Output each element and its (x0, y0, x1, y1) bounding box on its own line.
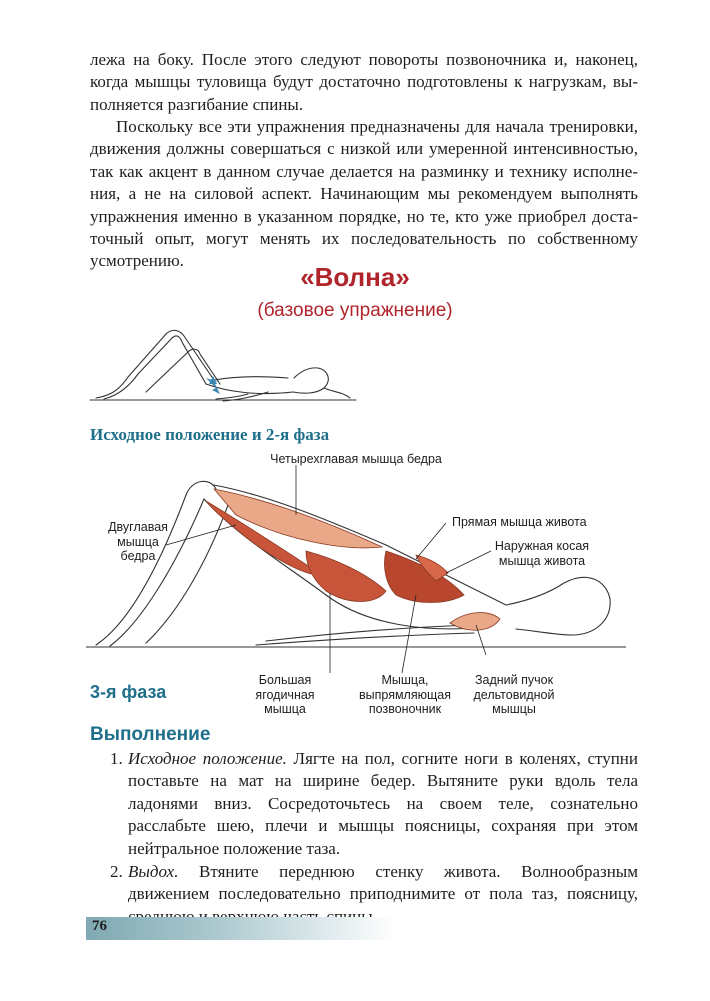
hamstring-muscle (205, 500, 324, 576)
label-quadriceps: Четырехглавая мышца бедра (270, 452, 442, 466)
figure2-caption: 3-я фаза (90, 682, 167, 702)
exercise-title: «Волна» (300, 262, 410, 292)
label-biceps-femoris: Двуглавая мышца бедра (108, 520, 168, 563)
intro-paragraph-2: Поскольку все эти упражнения предназначе… (90, 117, 638, 271)
quadriceps-muscle (212, 488, 384, 549)
bridge-muscles-illustration (86, 465, 626, 674)
label-erector-spinae: Мышца, выпрямляющая позвоночник (358, 673, 451, 716)
intro-paragraph-1: лежа на боку. После этого следуют поворо… (90, 50, 638, 114)
execution-heading: Выполнение (90, 724, 211, 745)
deltoid-muscle (449, 612, 501, 631)
execution-steps: 1. Исходное положение. Лягте на пол, согн… (90, 748, 638, 929)
starting-position-illustration (89, 329, 357, 402)
gluteus-muscle (305, 550, 387, 602)
exercise-subtitle: (базовое упражнение) (257, 300, 453, 321)
step-number: 1. (110, 749, 123, 768)
execution-step-1: 1. Исходное положение. Лягте на пол, согн… (90, 748, 638, 860)
step-text: Лягте на пол, согните ноги в коленях, ст… (128, 749, 638, 858)
footer-bar (86, 917, 396, 940)
arrow-icon (206, 378, 220, 394)
label-external-oblique: Наружная косая мышца живота (494, 539, 590, 568)
label-posterior-deltoid: Задний пучок дельтовидной мышцы (473, 673, 555, 716)
step-lead: Исходное положение. (128, 749, 287, 768)
step-number: 2. (110, 862, 123, 882)
rectus-abdominis-muscle (415, 554, 449, 582)
step-lead: Выдох. (128, 862, 179, 882)
figure1-caption: Исходное положение и 2-я фаза (90, 425, 330, 444)
label-gluteus-maximus: Большая ягодичная мышца (255, 673, 315, 716)
page-number: 76 (92, 918, 107, 934)
label-rectus-abdominis: Прямая мышца живота (452, 515, 587, 529)
